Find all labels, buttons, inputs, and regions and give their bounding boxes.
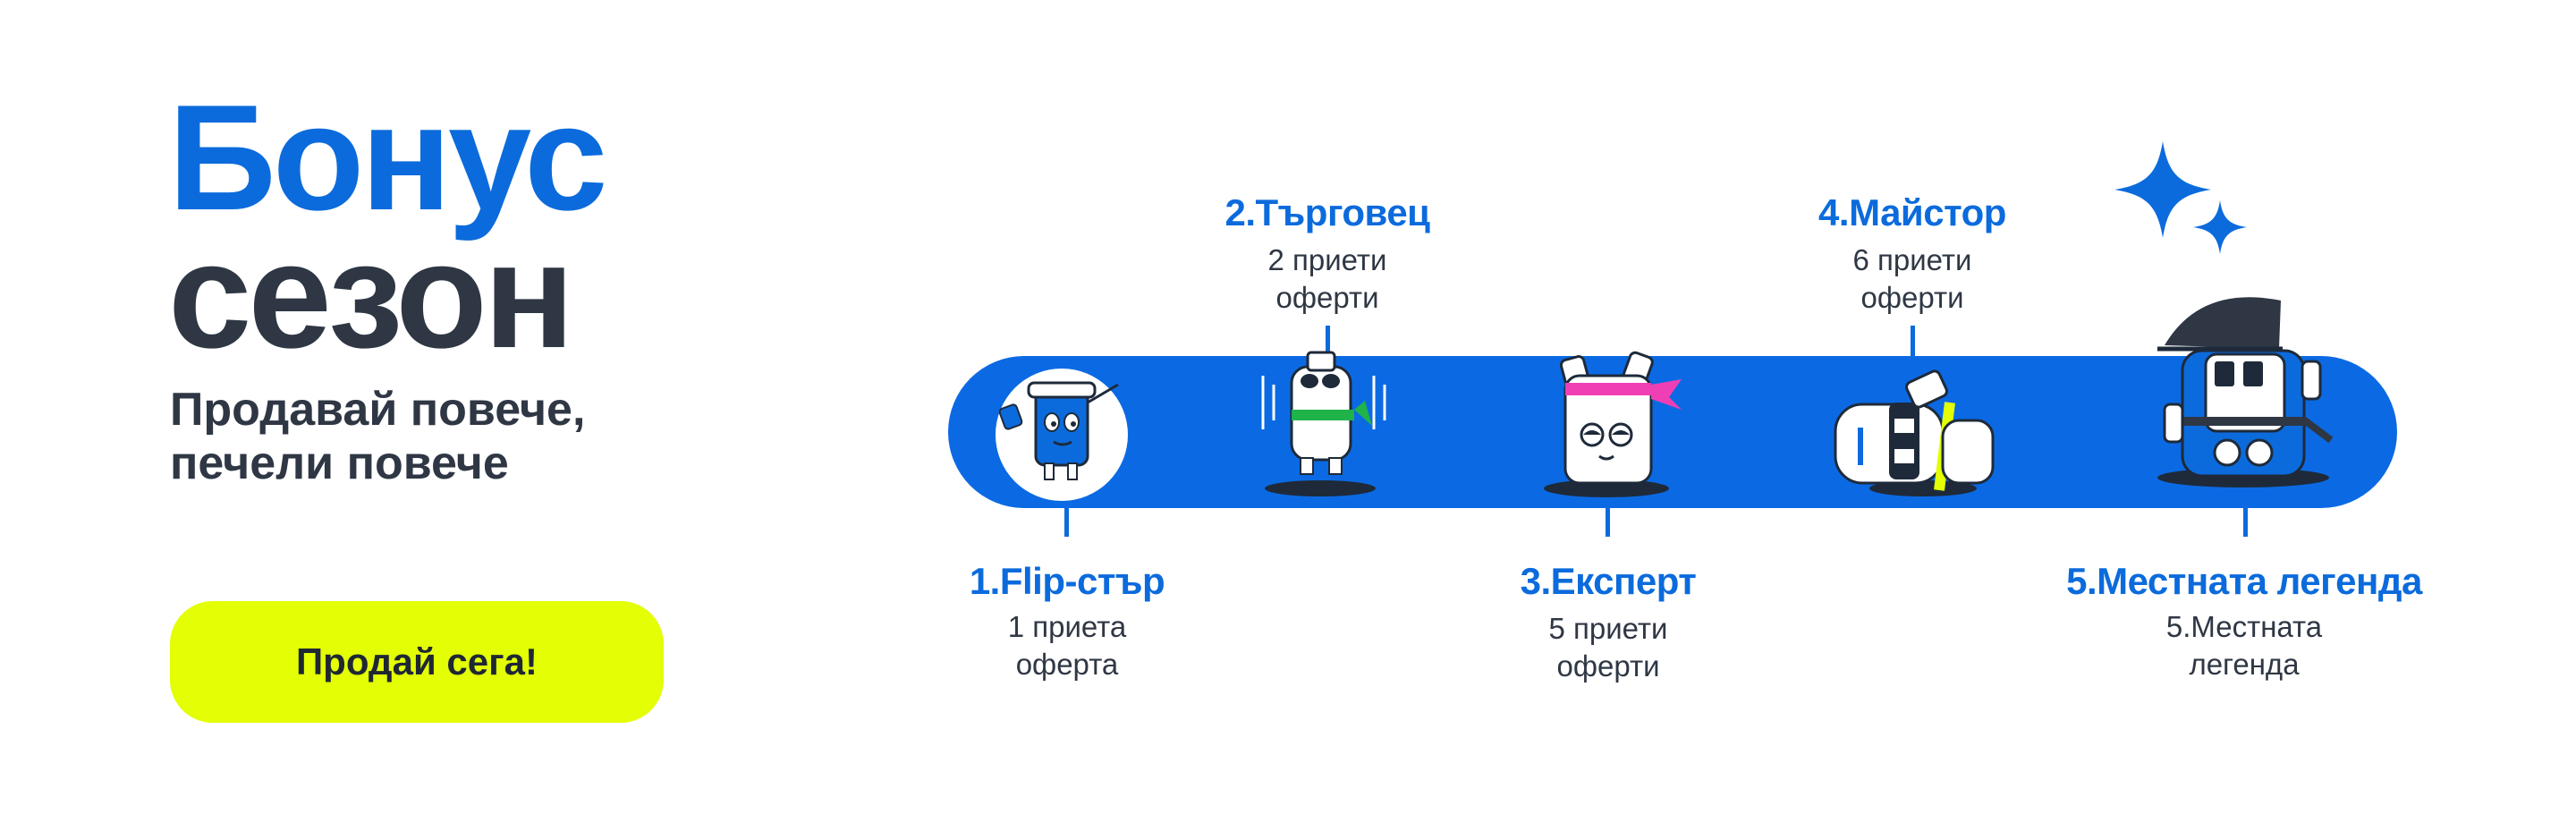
level-1-desc-line2: оферта <box>1015 648 1119 682</box>
level-3-title: 3.Експерт <box>1520 560 1697 602</box>
hero-subtitle-line1: Продавай повече, <box>170 384 586 436</box>
legend-mascot-icon <box>2157 297 2334 488</box>
level-2-title: 2.Търговец <box>1224 191 1431 233</box>
level-4-desc-line2: оферти <box>1860 281 1964 315</box>
master-mascot-icon <box>1834 369 1995 496</box>
level-5-connector <box>2243 506 2248 537</box>
level-5-desc-line2: легенда <box>2189 648 2300 682</box>
level-1-desc: 1 приета оферта <box>924 608 1210 683</box>
level-4-title: 4.Майстор <box>1818 191 2006 233</box>
expert-mascot-icon <box>1544 351 1682 497</box>
hero-title-line2: сезон <box>168 211 574 379</box>
sparkle-stars-icon <box>2114 141 2247 254</box>
level-5-title: 5.Местната легенда <box>2066 560 2422 602</box>
sell-now-button[interactable]: Продай сега! <box>170 601 664 723</box>
level-3-desc-line2: оферти <box>1556 649 1660 683</box>
level-3-desc: 5 приети оферти <box>1465 610 1751 685</box>
level-1-connector <box>1064 506 1069 537</box>
level-1-title: 1.Flip-стър <box>969 560 1165 602</box>
level-3-connector <box>1606 506 1610 537</box>
trader-mascot-icon <box>1261 351 1386 496</box>
level-2-desc: 2 приети оферти <box>1184 242 1470 317</box>
level-2-desc-line1: 2 приети <box>1267 243 1387 276</box>
level-5-desc: 5.Местната легенда <box>2101 608 2387 683</box>
level-5-desc-line1: 5.Местната <box>2165 610 2323 643</box>
flipster-mascot-icon <box>998 381 1119 480</box>
hero-title-line1: Бонус <box>168 73 608 242</box>
level-1-desc-line1: 1 приета <box>1007 610 1127 643</box>
hero-subtitle-line2: печели повече <box>170 437 509 490</box>
hero-subtitle: Продавай повече, печели повече <box>170 383 585 491</box>
level-4-desc-line1: 6 приети <box>1852 243 1972 276</box>
level-4-desc: 6 приети оферти <box>1769 242 2055 317</box>
level-2-desc-line2: оферти <box>1275 281 1379 315</box>
level-2-connector <box>1326 326 1330 356</box>
level-3-desc-line1: 5 приети <box>1548 612 1668 645</box>
level-4-connector <box>1911 326 1915 356</box>
